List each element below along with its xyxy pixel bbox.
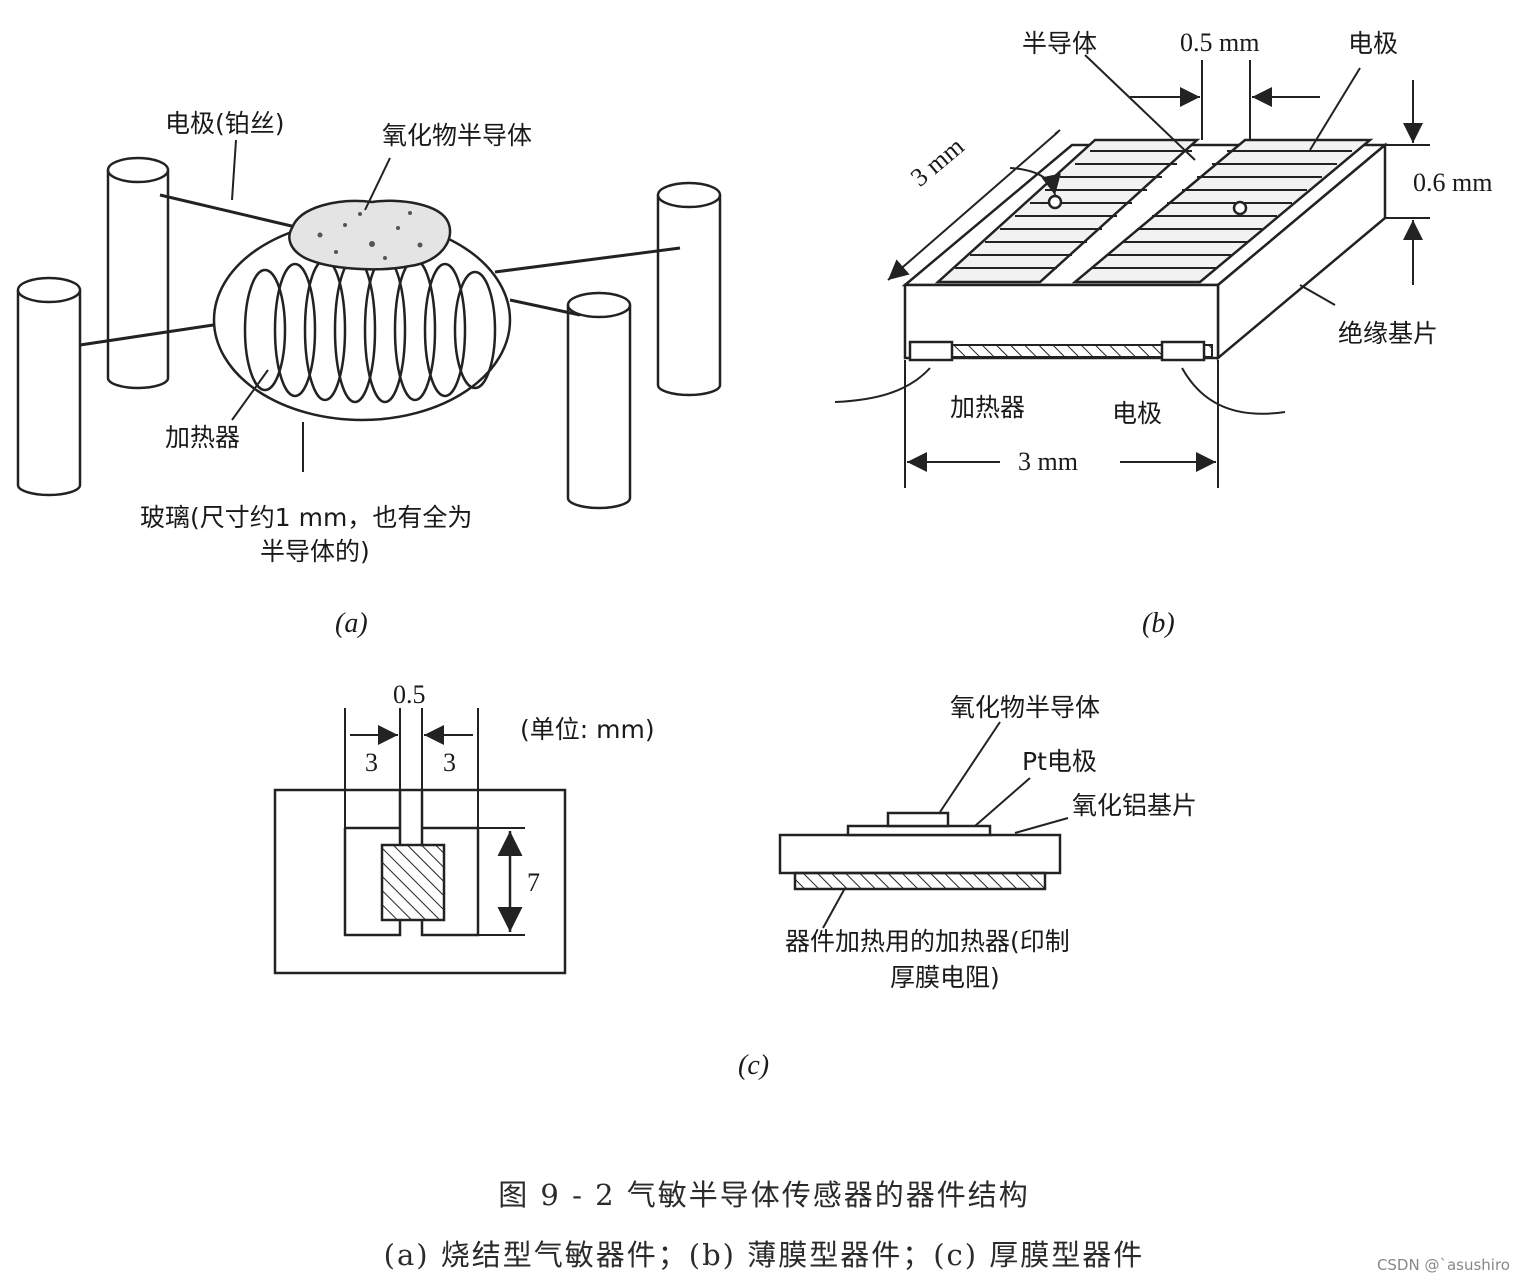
leader-line xyxy=(231,139,237,201)
support-post xyxy=(106,156,170,390)
layout-substrate xyxy=(273,788,567,975)
oxide-semiconductor-label: 氧化物半导体 xyxy=(382,121,533,150)
figure-caption-title: 图 9 - 2 气敏半导体传感器的器件结构 xyxy=(498,1178,1030,1212)
height-7-label: 7 xyxy=(527,868,540,897)
figure-caption-subtitle: (a) 烧结型气敏器件；(b) 薄膜型器件；(c) 厚膜型器件 xyxy=(383,1238,1145,1272)
bottom-electrode xyxy=(908,340,954,362)
heater-label-c-line2: 厚膜电阻) xyxy=(890,963,1000,992)
alumina-substrate-label: 氧化铝基片 xyxy=(1072,791,1198,820)
semiconductor-label: 半导体 xyxy=(1022,29,1098,58)
subcaption-a: (a) xyxy=(335,608,368,639)
gap-0.5-label: 0.5 xyxy=(393,680,426,709)
panel-c-cross-section xyxy=(778,721,1069,929)
bottom-electrode xyxy=(1160,340,1206,362)
pt-electrode-label: Pt电极 xyxy=(1022,747,1097,776)
electrode-top-label: 电极 xyxy=(1348,29,1399,58)
electrode-pt-wire-label: 电极(铂丝) xyxy=(165,109,285,138)
right-width-3-label: 3 xyxy=(443,748,456,777)
unit-label: (单位: mm) xyxy=(520,715,655,744)
oxide-semiconductor-layer xyxy=(886,811,950,828)
leader-line xyxy=(364,157,391,211)
heater-label-b: 加热器 xyxy=(950,393,1026,422)
gap-0.5mm-label: 0.5 mm xyxy=(1180,28,1260,57)
layout-oxide-hatched xyxy=(380,843,446,922)
watermark: CSDN @`asushiro xyxy=(1376,1256,1510,1274)
electrode-stripes xyxy=(955,150,1352,269)
pt-electrode xyxy=(846,824,992,837)
left-width-3-label: 3 xyxy=(365,748,378,777)
glass-label-line1: 玻璃(尺寸约1 mm，也有全为 xyxy=(140,503,473,532)
support-post xyxy=(16,276,82,497)
subcaption-c: (c) xyxy=(738,1050,770,1081)
heater-label: 加热器 xyxy=(165,423,241,452)
width-3mm-label: 3 mm xyxy=(1018,447,1078,476)
printed-heater xyxy=(793,871,1047,891)
glass-label-line2: 半导体的) xyxy=(260,537,370,566)
insulating-substrate-label: 绝缘基片 xyxy=(1338,319,1439,348)
subcaption-b: (b) xyxy=(1142,608,1175,639)
panel-b-drawing xyxy=(834,54,1430,488)
layout-electrode-left xyxy=(343,790,402,937)
heater-label-c-line1: 器件加热用的加热器(印制 xyxy=(785,927,1070,956)
leader-line xyxy=(231,369,269,421)
thickness-0.6mm-label: 0.6 mm xyxy=(1413,168,1493,197)
semiconductor-film-right xyxy=(1071,138,1374,284)
dimension-3mm-length xyxy=(887,131,1059,281)
oxide-semiconductor-blob xyxy=(288,199,452,271)
support-post xyxy=(656,181,722,397)
panel-a-drawing xyxy=(16,139,722,510)
panel-c-layout-drawing xyxy=(273,708,567,975)
alumina-substrate xyxy=(778,833,1062,875)
oxide-semiconductor-label-c: 氧化物半导体 xyxy=(950,693,1101,722)
electrode-bottom-label: 电极 xyxy=(1112,399,1163,428)
support-post xyxy=(566,291,632,510)
